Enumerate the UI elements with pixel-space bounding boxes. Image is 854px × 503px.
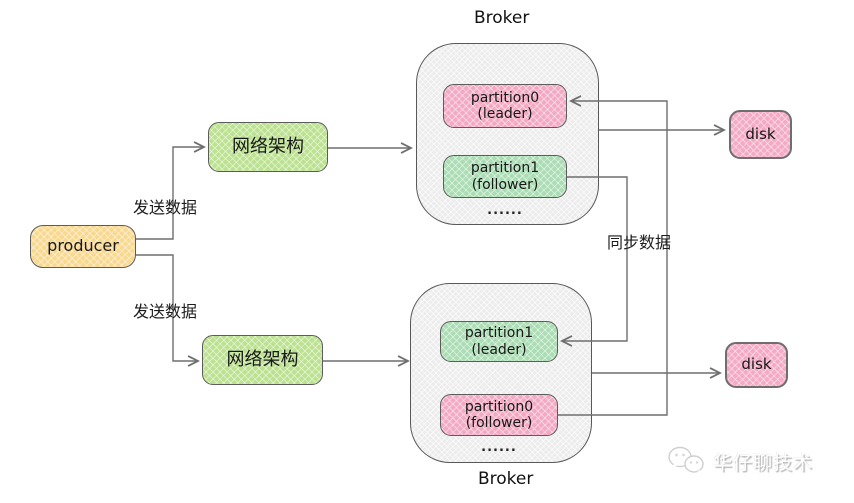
network-node-bottom: 网络架构	[202, 335, 323, 385]
send-data-label-top: 发送数据	[133, 198, 198, 217]
broker-bottom-container	[410, 283, 592, 463]
broker-top-ellipsis: ......	[487, 203, 523, 218]
network-bottom-label: 网络架构	[226, 348, 299, 370]
partition1-follower-name: partition1	[470, 160, 540, 177]
partition0-leader-node: partition0 (leader)	[443, 84, 567, 128]
disk-bottom-node: disk	[725, 342, 788, 388]
broker-bottom-title: Broker	[478, 469, 534, 489]
partition0-follower-node: partition0 (follower)	[440, 394, 558, 436]
sync-data-label: 同步数据	[607, 233, 672, 252]
disk-bottom-label: disk	[741, 355, 772, 374]
partition0-follower-role: (follower)	[465, 415, 533, 431]
partition1-leader-name: partition1	[464, 325, 534, 342]
network-top-label: 网络架构	[232, 135, 304, 157]
broker-bottom-ellipsis: ......	[481, 440, 517, 455]
wechat-icon	[668, 446, 704, 475]
network-node-top: 网络架构	[208, 122, 328, 172]
partition1-follower-role: (follower)	[471, 176, 539, 193]
producer-node: producer	[30, 225, 136, 268]
send-data-label-bottom: 发送数据	[133, 302, 198, 321]
producer-label: producer	[47, 236, 119, 256]
partition1-leader-role: (leader)	[471, 341, 527, 358]
watermark: 华仔聊技术	[666, 443, 813, 479]
partition0-leader-role: (leader)	[477, 106, 533, 122]
edge-producer-to-network-top	[136, 141, 206, 240]
partition1-follower-node: partition1 (follower)	[443, 155, 567, 198]
partition0-leader-name: partition0	[470, 89, 540, 106]
partition1-leader-node: partition1 (leader)	[440, 321, 558, 362]
partition0-follower-name: partition0	[464, 398, 534, 415]
disk-top-node: disk	[729, 110, 792, 159]
watermark-text: 华仔聊技术	[713, 451, 814, 474]
disk-top-label: disk	[745, 124, 776, 143]
broker-top-title: Broker	[474, 8, 530, 28]
